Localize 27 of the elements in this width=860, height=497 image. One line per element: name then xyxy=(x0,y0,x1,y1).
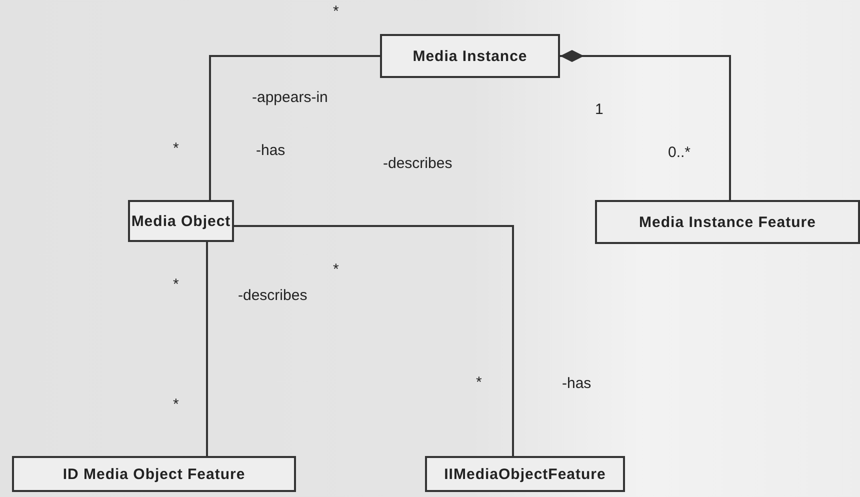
class-box xyxy=(595,200,860,244)
association-line xyxy=(206,242,208,456)
composition-line xyxy=(560,50,731,200)
multiplicity: * xyxy=(333,4,339,19)
class-box xyxy=(12,456,296,492)
multiplicity: 0..* xyxy=(668,145,691,160)
multiplicity: 1 xyxy=(595,102,604,117)
class-name: ID Media Object Feature xyxy=(62,466,246,482)
multiplicity: * xyxy=(333,262,339,277)
class-box xyxy=(380,34,560,78)
multiplicity: * xyxy=(173,397,179,412)
class-name: Media Instance xyxy=(412,48,528,64)
association-line xyxy=(234,225,514,456)
class-box xyxy=(128,200,234,242)
multiplicity: * xyxy=(173,277,179,292)
role-name: -appears-in xyxy=(252,90,328,105)
role-name: -has xyxy=(256,143,286,158)
role-name: -describes xyxy=(383,156,452,171)
role-name: -has xyxy=(562,376,592,391)
multiplicity: * xyxy=(476,375,482,390)
multiplicity: * xyxy=(173,141,179,156)
association-line xyxy=(209,55,380,200)
class-box xyxy=(425,456,625,492)
role-name: -describes xyxy=(238,288,308,303)
class-name: Media Instance Feature xyxy=(639,214,816,230)
class-name: IIMediaObjectFeature xyxy=(444,466,606,482)
class-name: Media Object xyxy=(131,212,231,230)
